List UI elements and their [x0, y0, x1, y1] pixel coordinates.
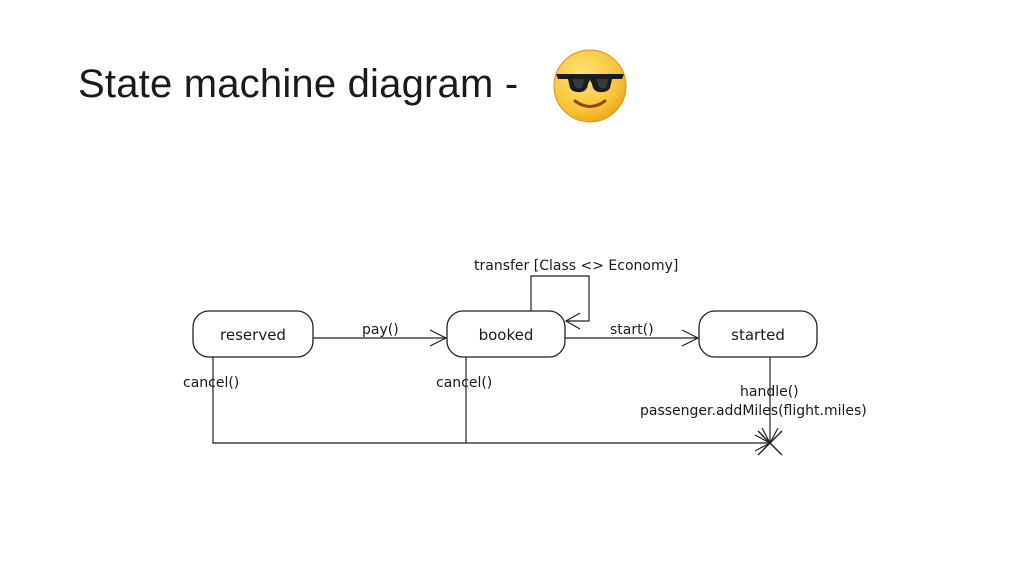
transition-start-arrowhead — [681, 329, 700, 347]
final-state-cross-b — [757, 430, 783, 456]
transition-reserved-cancel-label: cancel() — [183, 375, 239, 391]
transition-pay-label: pay() — [362, 322, 399, 338]
transition-transfer-label: transfer [Class <> Economy] — [474, 258, 678, 274]
transition-reserved-cancel-line — [212, 357, 770, 444]
transition-handle-action: passenger.addMiles(flight.miles) — [640, 403, 867, 419]
transition-transfer-arrowhead — [564, 312, 581, 330]
transition-booked-cancel-label: cancel() — [436, 375, 492, 391]
smiling-face-with-sunglasses-icon — [553, 49, 627, 123]
transition-start-label: start() — [610, 322, 654, 338]
state-started-label: started — [731, 326, 785, 344]
state-booked — [446, 310, 566, 358]
transition-transfer-loop — [530, 275, 590, 322]
slide-title: State machine diagram - — [78, 62, 519, 106]
state-started — [698, 310, 818, 358]
transition-handle-label: handle() — [740, 384, 799, 400]
state-booked-label: booked — [479, 326, 534, 344]
state-reserved-label: reserved — [220, 326, 286, 344]
state-reserved — [192, 310, 314, 358]
transition-pay-arrowhead — [429, 329, 448, 347]
